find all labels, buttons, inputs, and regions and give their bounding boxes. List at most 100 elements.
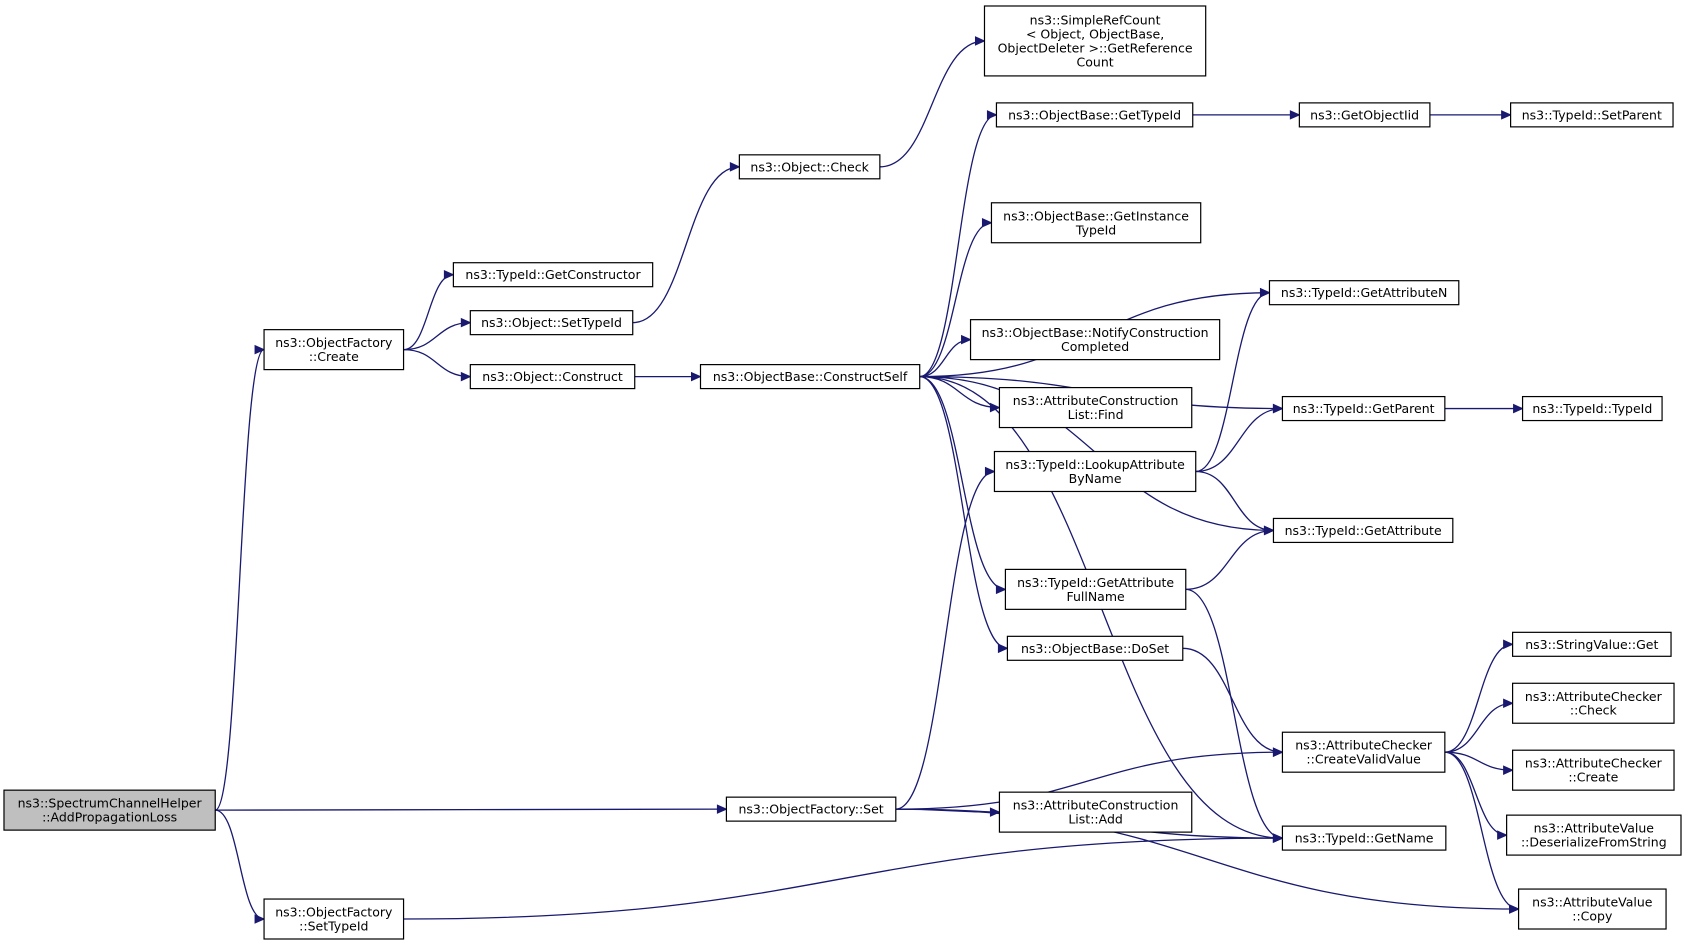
node-box: [983, 5, 1207, 77]
node-label: ::Create: [309, 349, 359, 364]
arrowhead-icon: [986, 110, 998, 120]
arrowhead-icon: [995, 584, 1007, 595]
node-tid-getctor[interactable]: ns3::TypeId::GetConstructor: [452, 262, 654, 288]
node-obj-check[interactable]: ns3::Object::Check: [738, 154, 881, 180]
node-box: [1512, 682, 1675, 724]
node-av-deserialize[interactable]: ns3::AttributeValue::DeserializeFromStri…: [1506, 814, 1682, 856]
node-simplerefcount[interactable]: ns3::SimpleRefCount< Object, ObjectBase,…: [983, 5, 1207, 77]
arrowhead-icon: [1497, 830, 1508, 840]
node-label: ByName: [1069, 471, 1122, 486]
node-label: ns3::TypeId::GetParent: [1293, 401, 1435, 416]
node-label: ns3::SpectrumChannelHelper: [18, 796, 203, 811]
node-getobjectiid[interactable]: ns3::GetObjectIid: [1298, 102, 1431, 128]
node-box: [969, 319, 1221, 361]
edge-of-create-to-tid-getctor: [403, 269, 455, 351]
node-tid-getparent[interactable]: ns3::TypeId::GetParent: [1281, 395, 1446, 422]
node-ob-gettypeid[interactable]: ns3::ObjectBase::GetTypeId: [995, 102, 1194, 128]
edge-ob-gettypeid-to-getobjectiid: [1192, 110, 1301, 120]
node-box: [1004, 568, 1187, 610]
edge-line: [1444, 751, 1519, 910]
node-ob-notify[interactable]: ns3::ObjectBase::NotifyConstructionCompl…: [969, 319, 1221, 361]
node-ob-doset[interactable]: ns3::ObjectBase::DoSet: [1006, 635, 1184, 661]
node-label: ::Copy: [1572, 909, 1613, 924]
node-box: [452, 262, 654, 288]
arrowhead-icon: [729, 162, 741, 172]
edge-of-set-to-tid-lookup: [895, 466, 996, 810]
node-box: [699, 364, 921, 390]
edge-root-to-of-set: [215, 804, 728, 814]
node-box: [1512, 749, 1675, 791]
node-box: [3, 789, 216, 831]
node-ac-check[interactable]: ns3::AttributeChecker::Check: [1512, 682, 1675, 724]
arrowhead-icon: [984, 466, 996, 477]
node-obj-construct[interactable]: ns3::Object::Construct: [469, 364, 636, 390]
node-tid-setparent[interactable]: ns3::TypeId::SetParent: [1510, 102, 1674, 128]
arrowhead-icon: [1272, 747, 1284, 757]
edge-line: [919, 338, 971, 378]
node-tid-getname[interactable]: ns3::TypeId::GetName: [1281, 825, 1447, 851]
node-tid-typeid[interactable]: ns3::TypeId::TypeId: [1521, 395, 1663, 422]
edge-ac-createvalid-to-ac-check: [1444, 698, 1514, 753]
arrowhead-icon: [460, 371, 472, 382]
node-ob-constructself[interactable]: ns3::ObjectBase::ConstructSelf: [699, 364, 921, 390]
node-av-copy[interactable]: ns3::AttributeValue::Copy: [1517, 888, 1667, 930]
edge-ob-constructself-to-ob-gettypeid: [919, 110, 998, 378]
node-tid-getattrn[interactable]: ns3::TypeId::GetAttributeN: [1268, 280, 1460, 306]
node-of-settypeid[interactable]: ns3::ObjectFactory::SetTypeId: [263, 898, 405, 940]
node-label: ns3::GetObjectIid: [1310, 107, 1419, 122]
node-label: TypeId: [1075, 222, 1116, 237]
edge-root-to-of-settypeid: [215, 809, 266, 924]
node-label: ns3::TypeId::GetAttribute: [1017, 575, 1174, 590]
node-box: [469, 364, 636, 390]
node-label: ::Check: [1570, 703, 1618, 718]
edge-ob-constructself-to-ob-doset: [919, 375, 1009, 654]
call-nodes: ns3::SpectrumChannelHelper::AddPropagati…: [3, 5, 1682, 940]
node-box: [1506, 814, 1682, 856]
arrowhead-icon: [1272, 833, 1284, 843]
node-label: ns3::ObjectBase::ConstructSelf: [713, 369, 908, 384]
arrowhead-icon: [981, 217, 993, 228]
node-of-set[interactable]: ns3::ObjectFactory::Set: [725, 796, 897, 822]
edge-of-set-to-av-copy: [895, 808, 1520, 914]
arrowhead-icon: [1263, 525, 1275, 536]
edge-tid-lookup-to-tid-getattrn: [1195, 287, 1271, 473]
node-label: ns3::AttributeChecker: [1295, 738, 1433, 753]
node-label: ns3::Object::Construct: [482, 369, 623, 384]
node-of-create[interactable]: ns3::ObjectFactory::Create: [263, 329, 405, 371]
edge-obj-construct-to-ob-constructself: [634, 371, 702, 382]
node-stringvalue-get[interactable]: ns3::StringValue::Get: [1512, 631, 1672, 657]
node-label: < Object, ObjectBase,: [1026, 26, 1164, 41]
edge-line: [1185, 529, 1274, 591]
node-box: [1281, 395, 1446, 422]
node-ac-create[interactable]: ns3::AttributeChecker::Create: [1512, 749, 1675, 791]
node-label: ObjectDeleter >::GetReference: [998, 40, 1193, 55]
node-box: [1268, 280, 1460, 306]
edge-obj-settypeid-to-obj-check: [632, 162, 741, 324]
edge-line: [1444, 702, 1513, 753]
node-label: ns3::TypeId::GetAttributeN: [1281, 285, 1447, 300]
node-label: ns3::AttributeConstruction: [1013, 798, 1179, 813]
node-tid-getattr[interactable]: ns3::TypeId::GetAttribute: [1272, 517, 1454, 544]
node-obj-settypeid[interactable]: ns3::Object::SetTypeId: [469, 310, 634, 336]
node-root[interactable]: ns3::SpectrumChannelHelper::AddPropagati…: [3, 789, 216, 831]
arrowhead-icon: [1513, 403, 1524, 414]
node-label: ns3::AttributeConstruction: [1013, 393, 1179, 408]
node-box: [1298, 102, 1431, 128]
node-label: ns3::ObjectFactory: [275, 335, 393, 350]
node-box: [995, 102, 1194, 128]
edge-line: [1444, 751, 1507, 836]
node-box: [1517, 888, 1667, 930]
edge-line: [1182, 647, 1283, 753]
edge-line: [403, 348, 471, 378]
node-box: [993, 450, 1197, 493]
arrowhead-icon: [1501, 110, 1512, 120]
node-label: ns3::SimpleRefCount: [1030, 12, 1161, 27]
arrowhead-icon: [1289, 110, 1301, 120]
node-ac-createvalid[interactable]: ns3::AttributeChecker::CreateValidValue: [1281, 731, 1446, 773]
